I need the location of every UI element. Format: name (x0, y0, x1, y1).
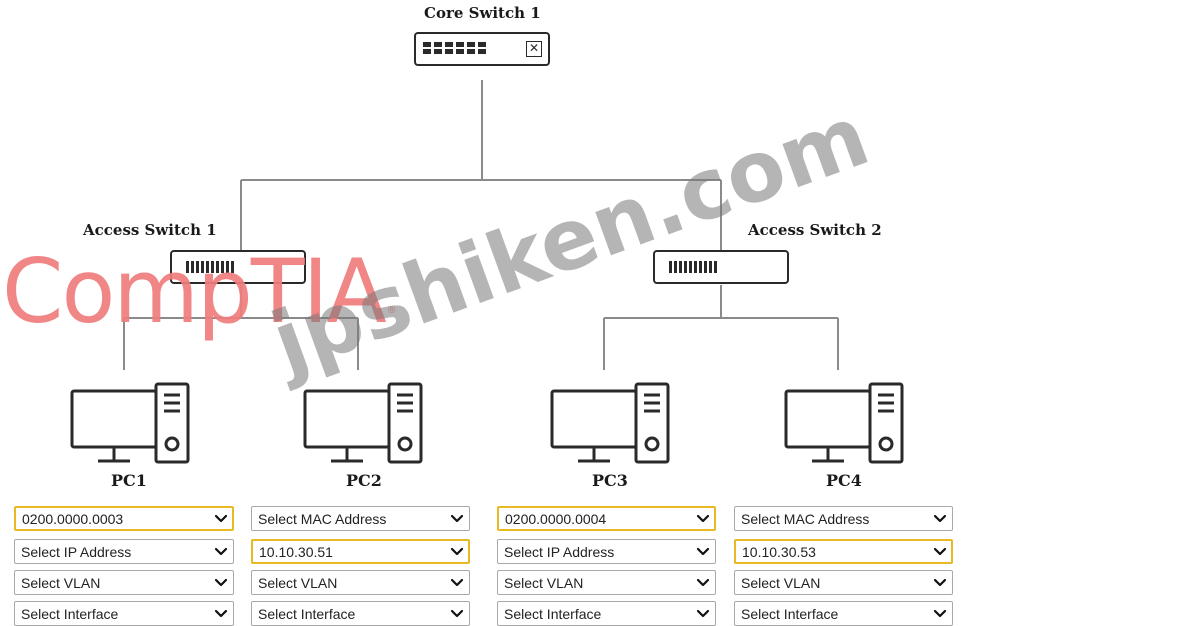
pc1-label: PC1 (111, 471, 147, 490)
pc2-computer-icon (303, 382, 423, 464)
pc1-mac-select[interactable]: 0200.0000.0003 (14, 506, 234, 531)
pc4-label: PC4 (826, 471, 862, 490)
access-switch-2-label: Access Switch 2 (748, 221, 882, 239)
pc4-vlan-select[interactable]: Select VLAN (734, 570, 953, 595)
pc4-ip-select[interactable]: 10.10.30.53 (734, 539, 953, 564)
pc3-label: PC3 (592, 471, 628, 490)
pc1-ip-select[interactable]: Select IP Address (14, 539, 234, 564)
pc1-vlan-select[interactable]: Select VLAN (14, 570, 234, 595)
pc2-mac-select[interactable]: Select MAC Address (251, 506, 470, 531)
pc3-computer-icon (550, 382, 670, 464)
pc3-interface-select[interactable]: Select Interface (497, 601, 716, 626)
registered-mark-icon: ® (388, 305, 396, 316)
access-switch-2-icon (653, 250, 789, 284)
uplink-port-icon: ✕ (526, 41, 542, 57)
pc2-ip-select[interactable]: 10.10.30.51 (251, 539, 470, 564)
access-switch-1-icon (170, 250, 306, 284)
pc3-mac-select[interactable]: 0200.0000.0004 (497, 506, 716, 531)
pc4-interface-select[interactable]: Select Interface (734, 601, 953, 626)
access-switch-1-label: Access Switch 1 (83, 221, 217, 239)
pc2-vlan-select[interactable]: Select VLAN (251, 570, 470, 595)
pc4-computer-icon (784, 382, 904, 464)
core-switch-label: Core Switch 1 (424, 4, 541, 22)
comptia-logo-watermark: CompTIA (2, 240, 387, 343)
pc3-ip-select[interactable]: Select IP Address (497, 539, 716, 564)
core-switch-icon: ✕ (414, 32, 550, 66)
pc4-mac-select[interactable]: Select MAC Address (734, 506, 953, 531)
pc3-vlan-select[interactable]: Select VLAN (497, 570, 716, 595)
pc2-interface-select[interactable]: Select Interface (251, 601, 470, 626)
pc1-interface-select[interactable]: Select Interface (14, 601, 234, 626)
pc1-computer-icon (70, 382, 190, 464)
pc2-label: PC2 (346, 471, 382, 490)
